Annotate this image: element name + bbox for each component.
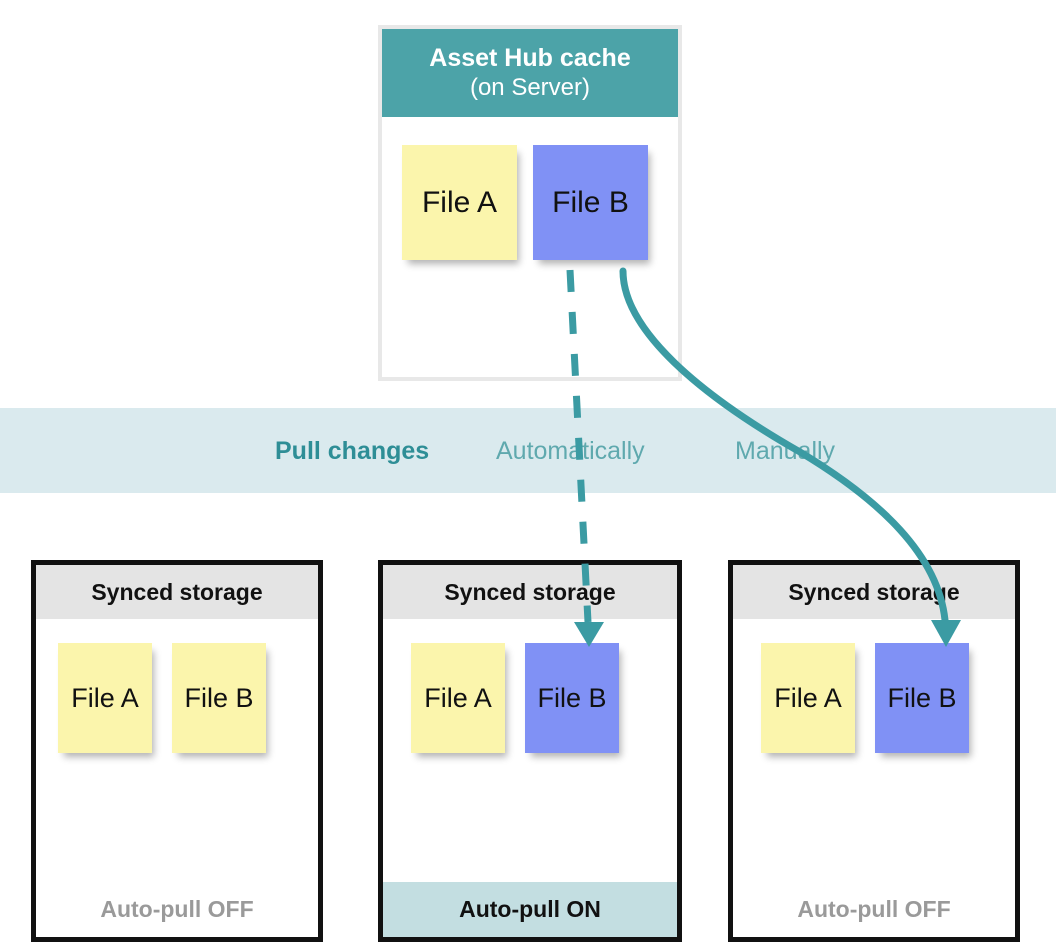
asset-hub-cache-box: Asset Hub cache (on Server) File A File … (378, 25, 682, 381)
synced-storage-header-1: Synced storage (36, 565, 318, 619)
storage3-file-card-b: File B (875, 643, 969, 753)
storage2-file-label-b: File B (537, 682, 607, 713)
synced-storage-box-3: Synced storage File A File B Auto-pull O… (728, 560, 1020, 942)
storage2-file-card-a: File A (411, 643, 505, 753)
storage1-file-label-a: File A (71, 682, 139, 713)
mode-automatically-label: Automatically (496, 437, 645, 465)
storage-file-list-1: File A File B (58, 643, 266, 753)
cache-file-card-b: File B (533, 145, 648, 260)
synced-storage-box-2: Synced storage File A File B Auto-pull O… (378, 560, 682, 942)
storage1-file-card-b: File B (172, 643, 266, 753)
cache-file-label-b: File B (552, 185, 629, 219)
pull-changes-label: Pull changes (275, 437, 430, 465)
storage3-file-card-a: File A (761, 643, 855, 753)
storage1-file-card-a: File A (58, 643, 152, 753)
auto-pull-status-2: Auto-pull ON (383, 882, 677, 937)
auto-pull-status-3: Auto-pull OFF (733, 882, 1015, 937)
cache-file-card-a: File A (402, 145, 517, 260)
storage3-file-label-a: File A (774, 682, 842, 713)
cache-file-label-a: File A (421, 185, 498, 219)
asset-hub-cache-title: Asset Hub cache (429, 44, 631, 72)
storage3-file-label-b: File B (887, 682, 957, 713)
cache-file-list: File A File B (402, 145, 648, 260)
asset-hub-cache-subtitle: (on Server) (469, 74, 591, 101)
asset-hub-cache-header: Asset Hub cache (on Server) (382, 29, 678, 117)
synced-storage-header-2: Synced storage (383, 565, 677, 619)
storage-file-list-3: File A File B (761, 643, 969, 753)
auto-pull-status-1: Auto-pull OFF (36, 882, 318, 937)
storage-file-list-2: File A File B (411, 643, 619, 753)
storage2-file-card-b: File B (525, 643, 619, 753)
storage2-file-label-a: File A (424, 682, 492, 713)
storage1-file-label-b: File B (184, 682, 254, 713)
synced-storage-box-1: Synced storage File A File B Auto-pull O… (31, 560, 323, 942)
mode-manually-label: Manually (735, 437, 836, 465)
synced-storage-header-3: Synced storage (733, 565, 1015, 619)
